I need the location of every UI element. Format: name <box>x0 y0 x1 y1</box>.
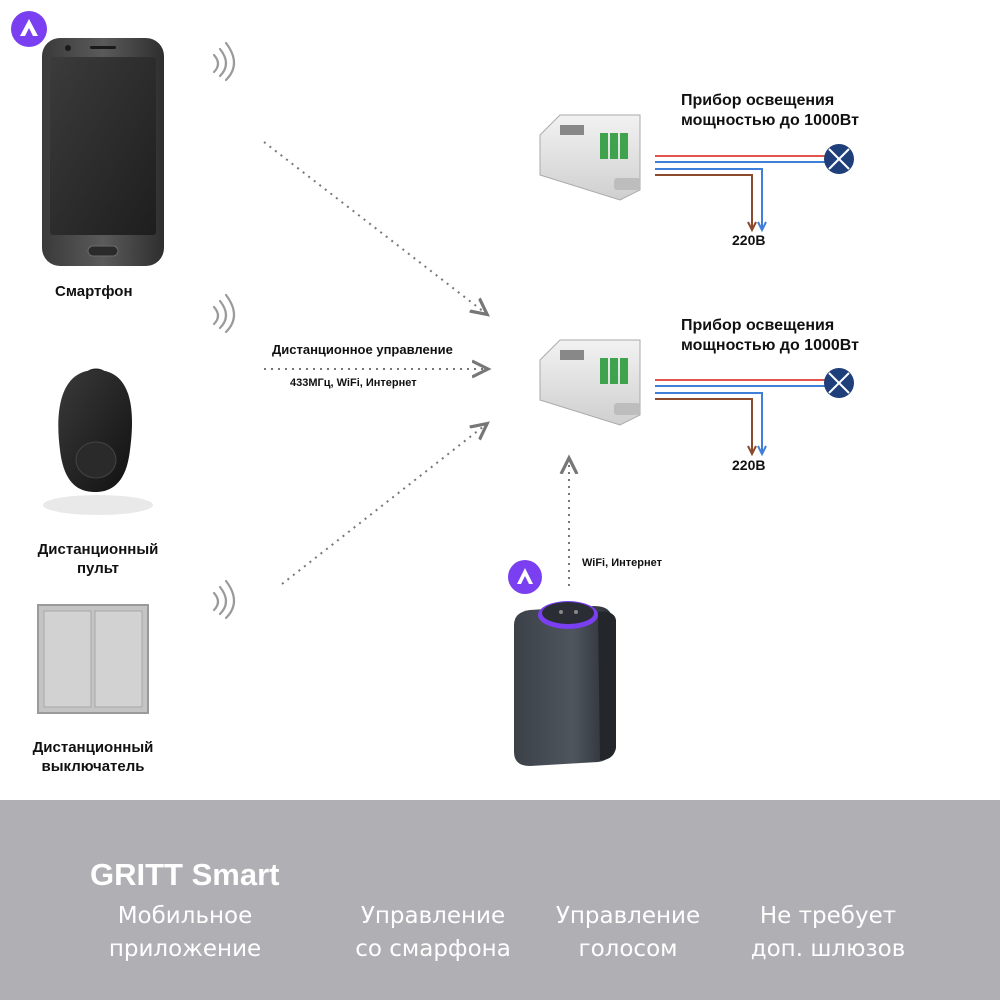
feature-line2: приложение <box>108 936 262 962</box>
load-label-line1: Прибор освещения <box>681 92 835 109</box>
feature-line1: Не требует <box>759 903 897 929</box>
smartphone-image <box>42 38 164 266</box>
relay-module-image <box>539 339 641 426</box>
remote-fob-image <box>43 368 153 515</box>
smart-speaker-image <box>514 601 616 766</box>
feature-no-gateway: Не требует доп. шлюзов <box>728 900 928 966</box>
feature-line2: голосом <box>578 936 678 962</box>
arrow-switch-to-relay <box>281 426 484 585</box>
alice-logo-icon <box>11 11 47 47</box>
load-label-line2: мощностью до 1000Вт <box>681 337 859 354</box>
switch-label-line2: выключатель <box>41 758 145 775</box>
remote-label: Дистанционный пульт <box>18 540 178 578</box>
signal-icon <box>212 293 236 334</box>
remote-label-line2: пульт <box>77 560 119 577</box>
feature-smartphone: Управление со смарфона <box>333 900 533 966</box>
feature-app: Мобильное приложение <box>85 900 285 966</box>
feature-voice: Управление голосом <box>528 900 728 966</box>
arrow-phone-to-relay <box>263 141 484 312</box>
wiring-diagram <box>655 155 825 233</box>
lamp-icon <box>824 368 854 398</box>
feature-line1: Управление <box>360 903 506 929</box>
control-protocols: 433МГц, WiFi, Интернет <box>290 377 417 389</box>
feature-line2: со смарфона <box>355 936 511 962</box>
alice-logo-icon <box>508 560 542 594</box>
feature-line1: Мобильное <box>117 903 253 929</box>
switch-label: Дистанционный выключатель <box>13 738 173 776</box>
wall-switch-image <box>37 604 149 714</box>
relay-module-image <box>539 114 641 201</box>
switch-label-line1: Дистанционный <box>32 739 154 756</box>
speaker-link-label: WiFi, Интернет <box>582 557 663 569</box>
control-label: Дистанционное управление <box>272 342 453 357</box>
brand-title: GRITT Smart <box>90 857 280 892</box>
wiring-diagram <box>655 379 825 457</box>
smartphone-label: Смартфон <box>55 283 133 300</box>
feature-line2: доп. шлюзов <box>750 936 906 962</box>
voltage-label: 220В <box>732 457 766 473</box>
lamp-icon <box>824 144 854 174</box>
voltage-label: 220В <box>732 232 766 248</box>
signal-icon <box>212 579 236 620</box>
footer-banner <box>0 800 1000 1000</box>
feature-line1: Управление <box>555 903 701 929</box>
load-label: Прибор освещения мощностью до 1000Вт <box>681 91 859 131</box>
load-label-line1: Прибор освещения <box>681 317 835 334</box>
load-label-line2: мощностью до 1000Вт <box>681 112 859 129</box>
remote-label-line1: Дистанционный <box>37 541 159 558</box>
load-label: Прибор освещения мощностью до 1000Вт <box>681 316 859 356</box>
signal-icon <box>212 41 236 82</box>
